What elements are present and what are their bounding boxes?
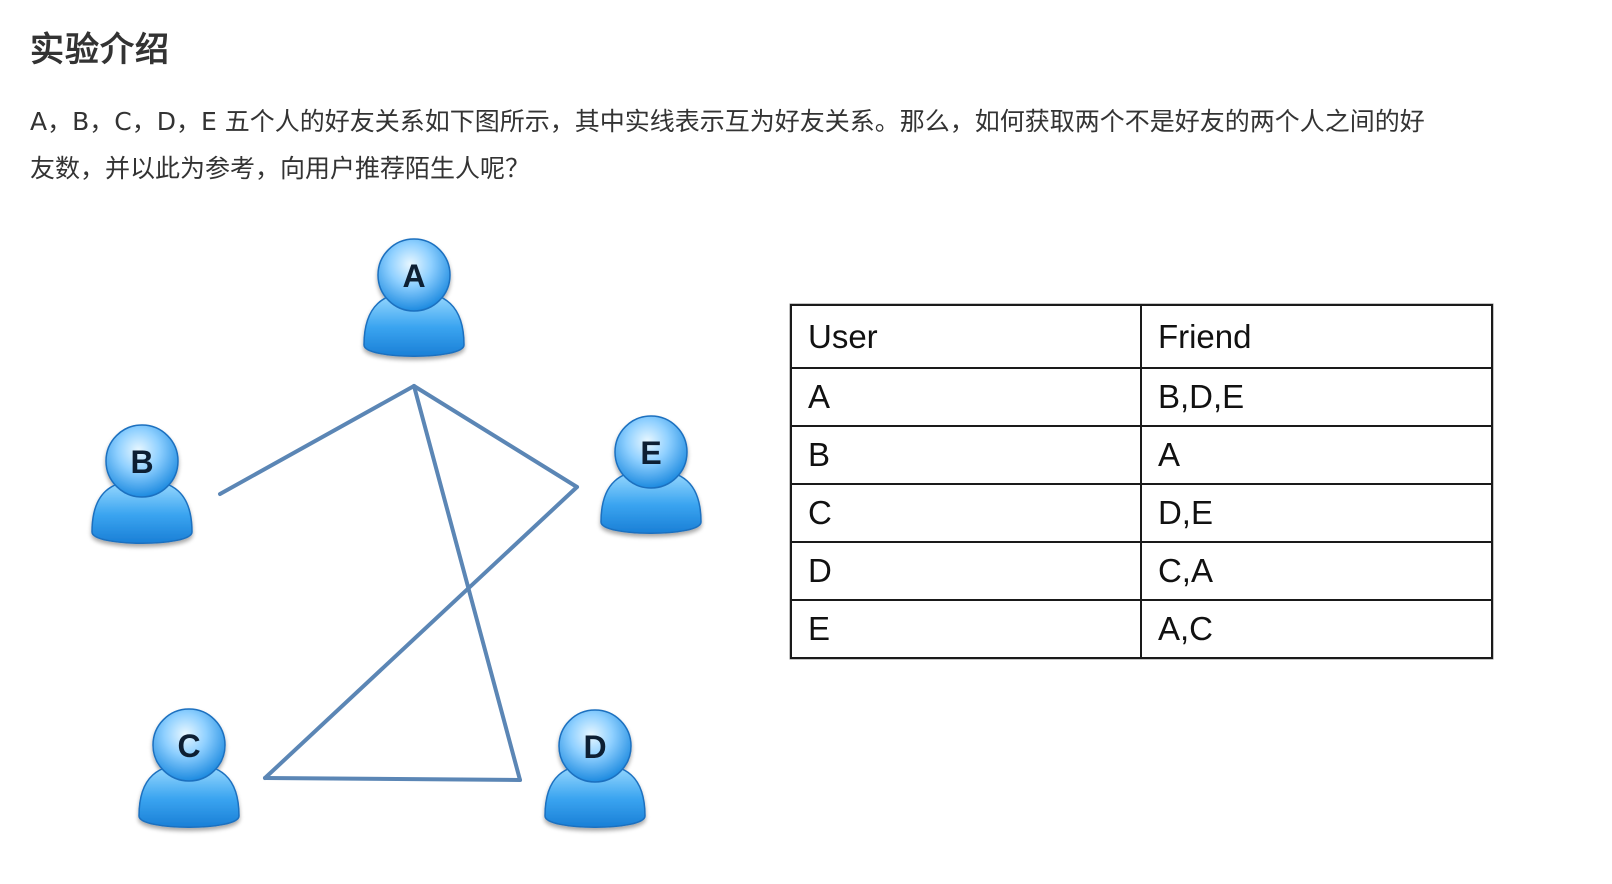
user-cell: B xyxy=(790,425,1142,485)
user-avatar-icon xyxy=(138,708,240,828)
user-avatar-icon xyxy=(600,415,702,534)
intro-line-1: A，B，C，D，E 五个人的好友关系如下图所示，其中实线表示互为好友关系。那么，… xyxy=(30,107,1425,136)
user-avatar-icon xyxy=(363,238,465,357)
table-row: C D,E xyxy=(790,483,1494,543)
friend-cell: D,E xyxy=(1139,483,1494,543)
table-row: D C,A xyxy=(790,541,1494,601)
node-b: B xyxy=(91,424,193,544)
node-label: D xyxy=(583,729,606,765)
table-row: B A xyxy=(790,425,1494,485)
user-cell: E xyxy=(790,599,1142,659)
edge-a-b xyxy=(218,384,416,496)
friend-cell: C,A xyxy=(1139,541,1494,601)
friend-graph: A B E C D xyxy=(91,238,702,828)
table-row: A B,D,E xyxy=(790,367,1494,427)
page-title: 实验介绍 xyxy=(30,30,170,70)
column-header-user: User xyxy=(790,304,1142,369)
table-header-row: User Friend xyxy=(790,304,1494,369)
table-row: E A,C xyxy=(790,599,1494,659)
column-header-friend: Friend xyxy=(1139,304,1494,369)
node-d: D xyxy=(544,709,646,828)
user-avatar-icon xyxy=(91,424,193,544)
friend-table: User Friend A B,D,E B A C D,E D C,A E A,… xyxy=(790,304,1494,659)
node-label: B xyxy=(130,444,153,480)
node-label: C xyxy=(177,728,200,764)
user-cell: A xyxy=(790,367,1142,427)
friend-cell: A xyxy=(1139,425,1494,485)
node-e: E xyxy=(600,415,702,534)
node-label: A xyxy=(402,258,425,294)
user-cell: D xyxy=(790,541,1142,601)
edges xyxy=(218,384,579,782)
intro-paragraph: A，B，C，D，E 五个人的好友关系如下图所示，其中实线表示互为好友关系。那么，… xyxy=(30,98,1590,192)
node-a: A xyxy=(363,238,465,357)
node-c: C xyxy=(138,708,240,828)
edge-a-e xyxy=(412,384,579,489)
edge-c-d xyxy=(263,776,522,782)
friend-cell: B,D,E xyxy=(1139,367,1494,427)
edge-a-d xyxy=(412,384,522,782)
intro-line-2: 友数，并以此为参考，向用户推荐陌生人呢？ xyxy=(30,154,531,183)
node-label: E xyxy=(640,435,661,471)
user-cell: C xyxy=(790,483,1142,543)
friend-cell: A,C xyxy=(1139,599,1494,659)
edge-e-c xyxy=(263,485,579,780)
user-avatar-icon xyxy=(544,709,646,828)
